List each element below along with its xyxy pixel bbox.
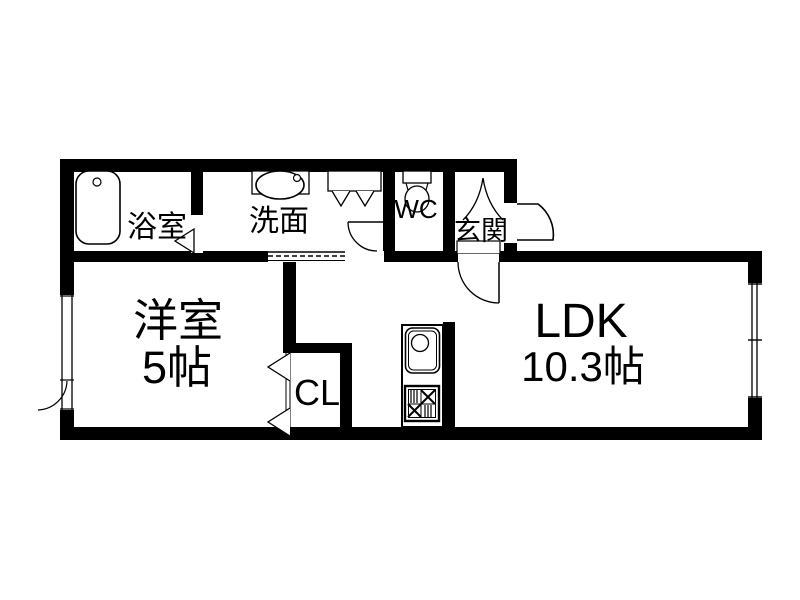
- kitchen-sink-icon: [404, 327, 441, 374]
- folding-door-triangle: [266, 407, 291, 437]
- wall-closet-top: [283, 343, 352, 353]
- bathroom-door: [173, 215, 203, 255]
- wall-closet-right: [340, 343, 352, 427]
- window-swing-arc: [37, 380, 68, 411]
- wall-kitchen-stub: [443, 322, 455, 427]
- wall-below-wc: [384, 251, 458, 262]
- wc-label: WC: [394, 194, 437, 224]
- ldk-label: LDK: [534, 295, 627, 348]
- wall-western-room-right: [283, 262, 296, 353]
- door-swing-arc: [457, 261, 500, 304]
- door-swing-arc: [517, 203, 555, 241]
- kitchen-unit: [401, 324, 444, 428]
- wall-below-bath-washroom: [60, 251, 268, 262]
- entrance-label: 玄関: [454, 216, 508, 246]
- entrance-mark: [462, 177, 504, 221]
- wall-top: [60, 159, 517, 172]
- western-room-window: [37, 295, 74, 411]
- wash-basin-icon: [251, 170, 310, 200]
- washroom-pass-opening: [268, 251, 345, 262]
- closet-label: CL: [294, 372, 340, 413]
- entrance-door: [504, 203, 555, 243]
- bathtub-icon: [75, 170, 121, 245]
- wall-bath-washroom: [191, 172, 203, 215]
- room-labels: 浴室 洗面 WC 玄関 洋室 5帖 CL LDK 10.3帖: [127, 194, 645, 413]
- entrance-to-ldk-door: [457, 254, 500, 304]
- toilet-icon: [402, 170, 432, 213]
- wall-bottom: [60, 427, 762, 440]
- western-room-label: 洋室: [133, 295, 223, 346]
- western-room-size: 5帖: [142, 342, 212, 393]
- bathroom-label: 浴室: [127, 211, 187, 244]
- wall-wc-entrance: [443, 172, 455, 251]
- washing-machine-pan-icon: [327, 170, 382, 208]
- folding-door-triangle: [266, 352, 291, 382]
- door-swing-arc: [347, 221, 378, 252]
- door-triangle: [173, 227, 195, 255]
- ldk-size: 10.3帖: [521, 343, 645, 390]
- ldk-window: [748, 283, 762, 398]
- washroom-label: 洗面: [249, 205, 309, 238]
- wall-ldk-top: [499, 251, 762, 262]
- wall-washroom-wc: [383, 172, 395, 251]
- gas-stove-icon: [403, 384, 441, 423]
- closet-folding-door: [266, 352, 291, 437]
- washroom-door: [347, 221, 383, 252]
